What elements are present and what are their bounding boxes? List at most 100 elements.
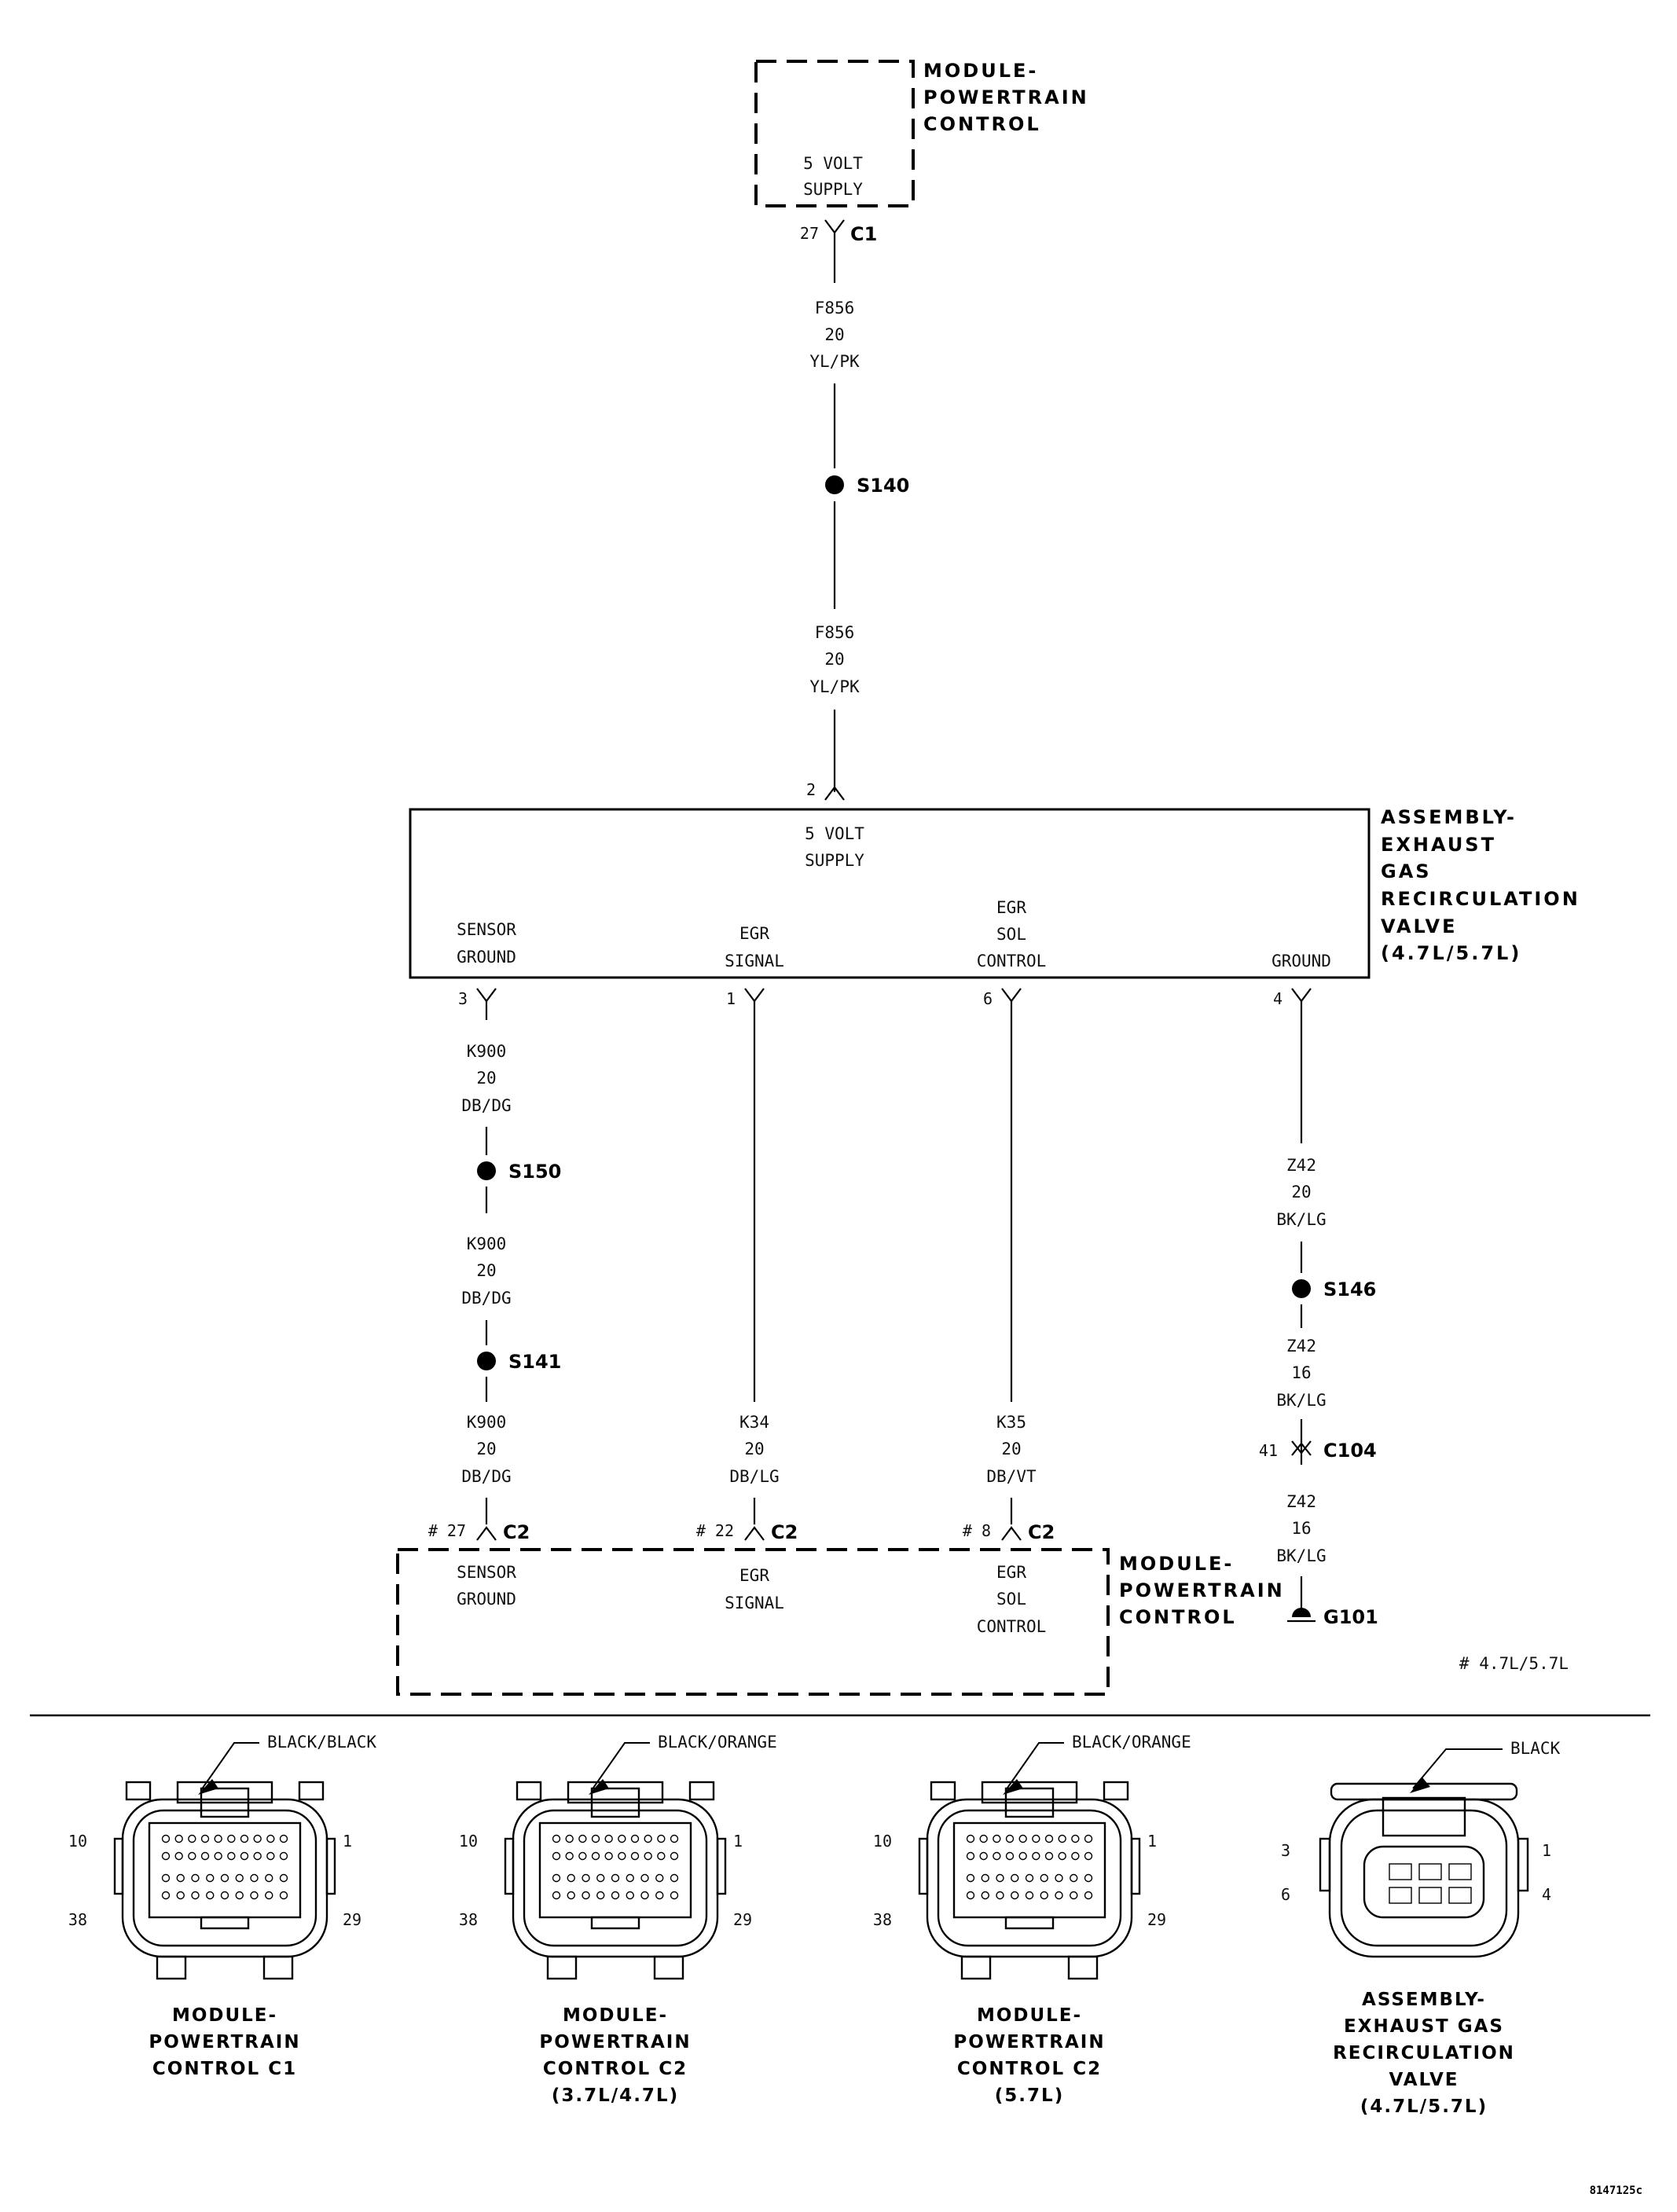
c2-connector-id-sol: C2 (1028, 1521, 1055, 1543)
c2-connector-id-signal: C2 (771, 1521, 798, 1543)
connector-terminal-cavity (1005, 1851, 1015, 1861)
splice-s150-dot (477, 1161, 496, 1180)
connector-terminal-cavity (206, 1873, 215, 1883)
egr-pin-signal: 1 (726, 989, 736, 1008)
c104-connector-symbol (1291, 1440, 1312, 1456)
connector-caption-line: POWERTRAIN (953, 2032, 1105, 2052)
wire-k35-color: DB/VT (986, 1467, 1037, 1486)
wire-k900-a-color: DB/DG (461, 1096, 511, 1115)
connector-terminal-cavity (250, 1891, 259, 1900)
splice-s140-label: S140 (857, 475, 909, 497)
connector-terminal-cavity (1025, 1891, 1034, 1900)
pcm-top-title-3: CONTROL (923, 113, 1041, 135)
egr-signal-2: SIGNAL (725, 952, 784, 970)
connector-terminal-cavity (227, 1834, 236, 1843)
connector-terminal-cavity (240, 1851, 249, 1861)
egr-pin3-connector-symbol (476, 988, 497, 1003)
egr-pin-ground: 4 (1273, 989, 1283, 1008)
connector-terminal-cavity (174, 1834, 183, 1843)
egr-signal-1: EGR (739, 924, 769, 943)
connector-terminal-cavity (1084, 1851, 1093, 1861)
connector-side-rail-right (1517, 1837, 1529, 1892)
wire-f856-a-color: YL/PK (809, 352, 860, 371)
connector-terminal-cavity (979, 1851, 988, 1861)
connector-pin-label: 38 (873, 1910, 892, 1929)
connector-terminal-cavity (1040, 1873, 1048, 1883)
connector-terminal-cavity (200, 1851, 210, 1861)
connector-pin-label: 10 (68, 1832, 87, 1851)
connector-terminal-cavity (655, 1891, 664, 1900)
connector-terminal-cavity (582, 1873, 590, 1883)
connector-pin-label: 29 (1147, 1910, 1166, 1929)
connector-latch (200, 1787, 250, 1818)
connector-color-label: BLACK/BLACK (267, 1733, 376, 1752)
pcm-bottom-sensor-ground-2: GROUND (457, 1590, 516, 1609)
egr-sensor-ground-1: SENSOR (457, 920, 516, 939)
pcm-bottom-title-2: POWERTRAIN (1119, 1579, 1285, 1601)
connector-caption-line: (5.7L) (995, 2085, 1064, 2106)
connector-caption-line: MODULE- (172, 2005, 277, 2026)
connector-terminal-cavity (1040, 1891, 1048, 1900)
connector-terminal-cavity (235, 1891, 244, 1900)
connector-side-rail-right (325, 1837, 336, 1895)
connector-pin-label: 38 (459, 1910, 478, 1929)
egr-pin-sol: 6 (983, 989, 993, 1008)
connector-ear-left (125, 1781, 152, 1801)
connector-pin-label: 3 (1281, 1841, 1290, 1860)
connector-caption-line: EXHAUST GAS (1344, 2016, 1504, 2037)
wire-k900-c-color: DB/DG (461, 1467, 511, 1486)
connector-cavity-frame (952, 1821, 1106, 1919)
ground-g101-label: G101 (1323, 1606, 1378, 1628)
pcm-top-c1-pin: 27 C1 (800, 219, 877, 245)
connector-terminal-cavity (1448, 1863, 1472, 1880)
figure-id: 8147125c (1590, 2184, 1642, 2197)
splice-s150-label: S150 (508, 1161, 561, 1183)
connector-inner-shell (937, 1809, 1122, 1947)
connector-inner-shell (1340, 1809, 1508, 1947)
connector-terminal-cavity (253, 1834, 262, 1843)
connector-terminal-cavity (1389, 1863, 1412, 1880)
connector-pin-label: 1 (343, 1832, 352, 1851)
connector-terminal-cavity (1058, 1834, 1066, 1843)
connector-terminal-cavity (626, 1891, 634, 1900)
connector-terminal-cavity (214, 1834, 222, 1843)
connector-caption-line: (4.7L/5.7L) (1360, 2096, 1488, 2117)
connector-color-arrow (1003, 1779, 1023, 1795)
pcm-top-supply-2: SUPPLY (803, 180, 863, 199)
connector-cavity-frame (538, 1821, 692, 1919)
wire-k900-b-gauge: 20 (476, 1261, 496, 1280)
connector-terminal-cavity (552, 1873, 561, 1883)
connector-terminal-cavity (591, 1851, 600, 1861)
connector-terminal-cavity (1011, 1873, 1019, 1883)
connector-terminal-cavity (174, 1851, 183, 1861)
connector-terminal-cavity (1032, 1834, 1040, 1843)
egr-ground: GROUND (1272, 952, 1331, 970)
wire-z42-a-circuit: Z42 (1286, 1156, 1316, 1175)
connector-terminal-cavity (993, 1851, 1001, 1861)
connector-terminal-cavity (1018, 1851, 1027, 1861)
egr-pin1-connector-symbol (744, 988, 765, 1003)
splice-s146-dot (1292, 1279, 1311, 1298)
connector-latch-housing (981, 1781, 1078, 1804)
connector-terminal-cavity (1084, 1873, 1093, 1883)
connector-terminal-cavity (214, 1851, 222, 1861)
connector-terminal-cavity (552, 1851, 561, 1861)
egr-sensor-ground-2: GROUND (457, 948, 516, 967)
connector-terminal-cavity (1070, 1891, 1078, 1900)
connector-pin-label: 1 (1147, 1832, 1157, 1851)
connector-foot-left (960, 1955, 992, 1980)
connector-terminal-cavity (1044, 1834, 1054, 1843)
connector-caption-line: MODULE- (977, 2005, 1082, 2026)
connector-terminal-cavity (996, 1873, 1004, 1883)
connector-side-rail-left (1319, 1837, 1331, 1892)
connector-side-rail-right (716, 1837, 727, 1895)
connector-terminal-cavity (552, 1834, 561, 1843)
connector-terminal-cavity (253, 1851, 262, 1861)
connector-terminal-cavity (657, 1851, 666, 1861)
connector-latch (1382, 1796, 1466, 1837)
connector-terminal-cavity (265, 1891, 273, 1900)
connector-ear-right (688, 1781, 715, 1801)
pcm-top-dashed-box (754, 60, 915, 207)
c2-pin-signal: # 22 (696, 1521, 734, 1540)
